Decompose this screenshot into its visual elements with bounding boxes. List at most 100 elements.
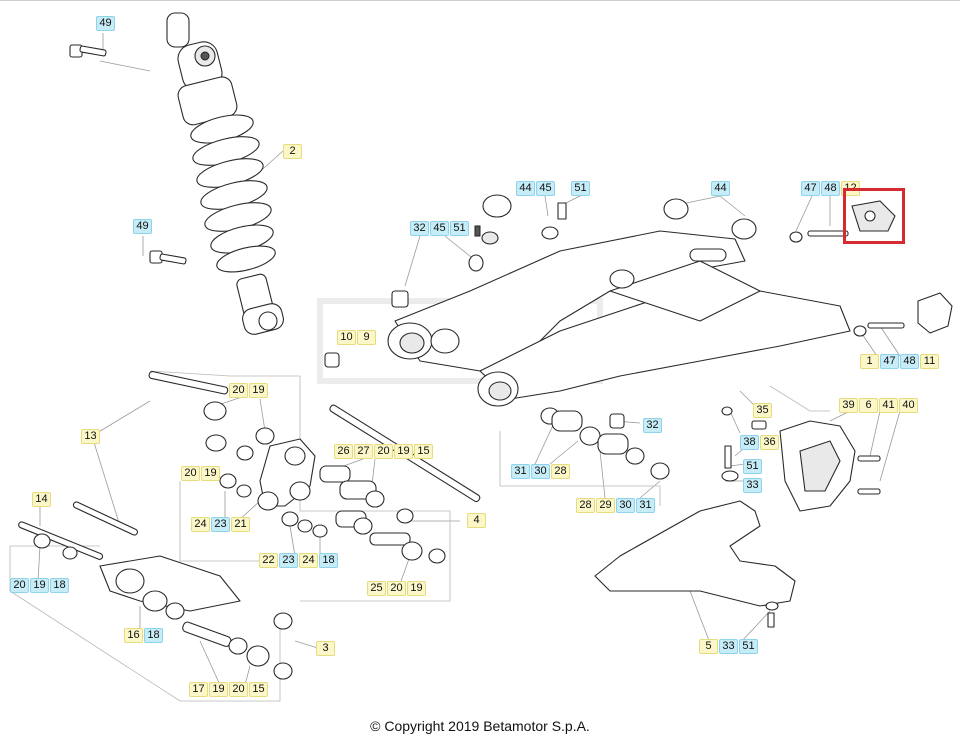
- part-number-tag[interactable]: 22: [259, 553, 278, 568]
- callout-51[interactable]: 51: [743, 459, 762, 474]
- part-number-tag[interactable]: 18: [319, 553, 338, 568]
- part-number-tag[interactable]: 19: [394, 444, 413, 459]
- part-number-tag[interactable]: 15: [249, 682, 268, 697]
- part-number-tag[interactable]: 29: [596, 498, 615, 513]
- part-number-tag[interactable]: 32: [643, 418, 662, 433]
- part-number-tag[interactable]: 28: [551, 464, 570, 479]
- part-number-tag[interactable]: 20: [10, 578, 29, 593]
- part-number-tag[interactable]: 47: [880, 354, 899, 369]
- part-number-tag[interactable]: 19: [209, 682, 228, 697]
- part-number-tag[interactable]: 18: [50, 578, 69, 593]
- part-number-tag[interactable]: 13: [81, 429, 100, 444]
- part-number-tag[interactable]: 15: [414, 444, 433, 459]
- callout-49[interactable]: 49: [96, 16, 115, 31]
- part-number-tag[interactable]: 51: [450, 221, 469, 236]
- part-number-tag[interactable]: 19: [30, 578, 49, 593]
- part-number-tag[interactable]: 30: [531, 464, 550, 479]
- part-number-tag[interactable]: 33: [743, 478, 762, 493]
- part-number-tag[interactable]: 30: [616, 498, 635, 513]
- part-number-tag[interactable]: 35: [753, 403, 772, 418]
- part-number-tag[interactable]: 33: [719, 639, 738, 654]
- callout-2[interactable]: 2: [283, 144, 302, 159]
- part-number-tag[interactable]: 20: [374, 444, 393, 459]
- part-number-tag[interactable]: 51: [571, 181, 590, 196]
- part-number-tag[interactable]: 44: [516, 181, 535, 196]
- part-number-tag[interactable]: 51: [739, 639, 758, 654]
- part-number-tag[interactable]: 23: [279, 553, 298, 568]
- part-number-tag[interactable]: 20: [387, 581, 406, 596]
- part-number-tag[interactable]: 17: [189, 682, 208, 697]
- part-number-tag[interactable]: 27: [354, 444, 373, 459]
- part-number-tag[interactable]: 19: [407, 581, 426, 596]
- part-number-tag[interactable]: 6: [859, 398, 878, 413]
- part-number-tag[interactable]: 36: [760, 435, 779, 450]
- part-number-tag[interactable]: 2: [283, 144, 302, 159]
- part-number-tag[interactable]: 41: [879, 398, 898, 413]
- callout-35[interactable]: 35: [753, 403, 772, 418]
- part-number-tag[interactable]: 4: [467, 513, 486, 528]
- part-number-tag[interactable]: 45: [430, 221, 449, 236]
- callout-51[interactable]: 51: [571, 181, 590, 196]
- part-number-tag[interactable]: 49: [133, 219, 152, 234]
- callout-33[interactable]: 33: [743, 478, 762, 493]
- part-number-tag[interactable]: 48: [900, 354, 919, 369]
- part-number-tag[interactable]: 23: [211, 517, 230, 532]
- part-number-tag[interactable]: 45: [536, 181, 555, 196]
- part-number-tag[interactable]: 26: [334, 444, 353, 459]
- callout-32[interactable]: 32: [643, 418, 662, 433]
- part-number-tag[interactable]: 25: [367, 581, 386, 596]
- part-number-tag[interactable]: 49: [96, 16, 115, 31]
- part-number-tag[interactable]: 5: [699, 639, 718, 654]
- part-number-tag[interactable]: 20: [181, 466, 200, 481]
- part-number-tag[interactable]: 48: [821, 181, 840, 196]
- part-number-tag[interactable]: 1: [860, 354, 879, 369]
- part-number-tag[interactable]: 31: [636, 498, 655, 513]
- part-number-tag[interactable]: 21: [231, 517, 250, 532]
- part-number-tag[interactable]: 19: [201, 466, 220, 481]
- part-number-tag[interactable]: 28: [576, 498, 595, 513]
- part-number-tag[interactable]: 16: [124, 628, 143, 643]
- part-number-tag[interactable]: 38: [740, 435, 759, 450]
- part-number-tag[interactable]: 44: [711, 181, 730, 196]
- part-number-tag[interactable]: 32: [410, 221, 429, 236]
- part-number-tag[interactable]: 40: [899, 398, 918, 413]
- callout-13[interactable]: 13: [81, 429, 100, 444]
- part-number-tag[interactable]: 18: [144, 628, 163, 643]
- part-number-tag[interactable]: 9: [357, 330, 376, 345]
- part-number-tag[interactable]: 51: [743, 459, 762, 474]
- part-number-tag[interactable]: 11: [920, 354, 939, 369]
- part-number-tag[interactable]: 24: [299, 553, 318, 568]
- callout-49[interactable]: 49: [133, 219, 152, 234]
- part-number-tag[interactable]: 10: [337, 330, 356, 345]
- part-number-tag[interactable]: 14: [32, 492, 51, 507]
- part-number-tag[interactable]: 47: [801, 181, 820, 196]
- callout-14[interactable]: 14: [32, 492, 51, 507]
- callout-44[interactable]: 44: [711, 181, 730, 196]
- callout-3[interactable]: 3: [316, 641, 335, 656]
- part-number-tag[interactable]: 3: [316, 641, 335, 656]
- part-number-tag[interactable]: 20: [229, 383, 248, 398]
- callout-4[interactable]: 4: [467, 513, 486, 528]
- part-number-tag[interactable]: 20: [229, 682, 248, 697]
- part-number-tag[interactable]: 24: [191, 517, 210, 532]
- part-number-tag[interactable]: 31: [511, 464, 530, 479]
- part-number-tag[interactable]: 39: [839, 398, 858, 413]
- part-number-tag[interactable]: 19: [249, 383, 268, 398]
